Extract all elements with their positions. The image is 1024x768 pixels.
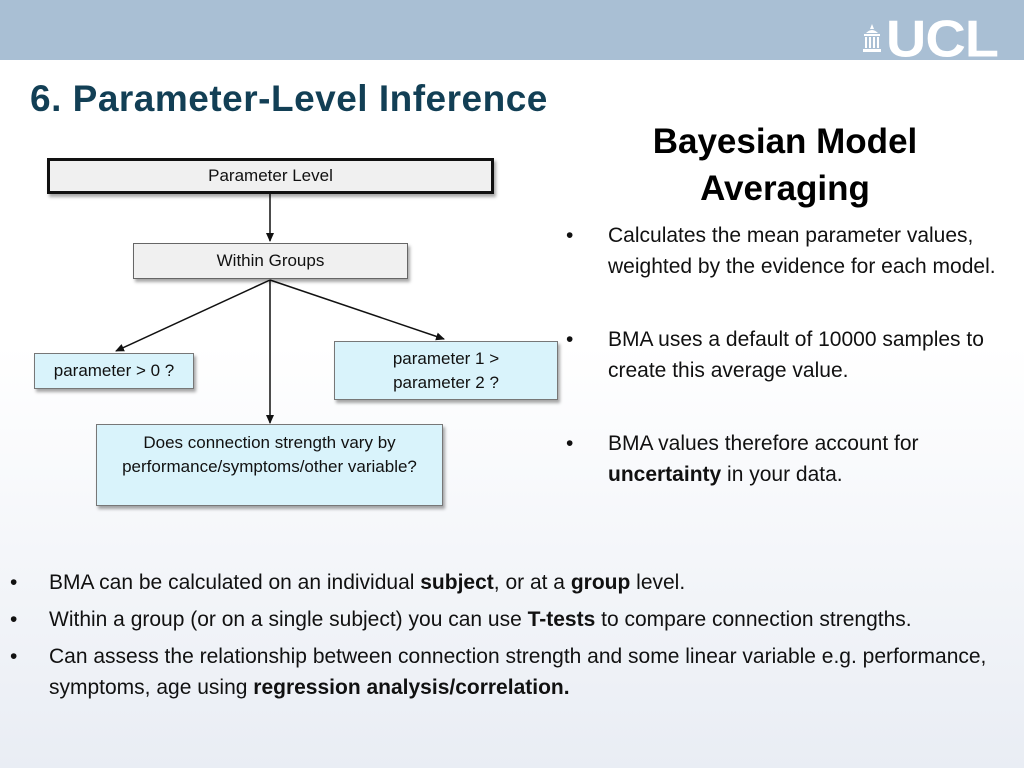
summary-bullet-1-mid: , or at a — [493, 571, 571, 594]
box-parameter-gt-zero: parameter > 0 ? — [34, 353, 194, 389]
ucl-logo: UCL — [862, 9, 999, 68]
summary-bullet-1: • BMA can be calculated on an individual… — [10, 567, 1000, 598]
box-parameter-compare: parameter 1 > parameter 2 ? — [334, 341, 558, 400]
bullet-marker: • — [10, 608, 18, 631]
summary-bullet-2-post: to compare connection strengths. — [595, 608, 912, 631]
logo-text: UCL — [885, 9, 999, 68]
summary-bullet-1-bold-subject: subject — [420, 571, 494, 594]
summary-bullet-2-pre: Within a group (or on a single subject) … — [49, 608, 528, 631]
bma-bullet-2-text: BMA uses a default of 10000 samples to c… — [608, 328, 984, 382]
bma-bullet-3: • BMA values therefore account for uncer… — [566, 428, 1006, 490]
summary-bullet-1-bold-group: group — [570, 571, 631, 594]
arrow-groups-to-gt-zero — [115, 279, 271, 352]
summary-bullet-3: • Can assess the relationship between co… — [10, 641, 1000, 703]
box-parameter-gt-zero-label: parameter > 0 ? — [53, 361, 175, 380]
bma-bullet-list: • Calculates the mean parameter values, … — [566, 220, 1006, 532]
box-connection-strength: Does connection strength vary by perform… — [96, 424, 443, 506]
box-parameter-level: Parameter Level — [47, 158, 494, 194]
summary-bullet-1-pre: BMA can be calculated on an individual — [49, 571, 421, 594]
flowchart-arrows — [115, 194, 445, 424]
summary-bullet-3-pre: Can assess the relationship between conn… — [49, 645, 987, 699]
bma-bullet-2: • BMA uses a default of 10000 samples to… — [566, 324, 1006, 386]
bma-heading: Bayesian Model Averaging — [652, 122, 918, 208]
summary-bullet-1-post: level. — [630, 571, 686, 594]
bullet-marker: • — [10, 571, 18, 594]
box-parameter-level-label: Parameter Level — [208, 166, 333, 185]
bullet-marker: • — [566, 432, 574, 455]
bma-bullet-1: • Calculates the mean parameter values, … — [566, 220, 1006, 282]
summary-bullet-2-bold: T-tests — [527, 608, 596, 631]
bma-bullet-3-text-pre: BMA values therefore account for — [608, 432, 919, 455]
summary-bullet-list: • BMA can be calculated on an individual… — [10, 567, 1000, 709]
header-bar: UCL — [0, 0, 1024, 68]
slide-title: 6. Parameter-Level Inference — [30, 78, 548, 119]
summary-bullet-2: • Within a group (or on a single subject… — [10, 604, 1000, 635]
arrow-groups-to-param-compare — [269, 279, 445, 341]
box-within-groups-label: Within Groups — [216, 251, 325, 270]
bma-bullet-1-text: Calculates the mean parameter values, we… — [608, 224, 996, 278]
bullet-marker: • — [566, 224, 574, 247]
box-within-groups: Within Groups — [133, 243, 408, 279]
bullet-marker: • — [566, 328, 574, 351]
summary-bullet-3-bold: regression analysis/correlation. — [253, 676, 570, 699]
box-connection-strength-label: Does connection strength vary by perform… — [122, 433, 417, 476]
bullet-marker: • — [10, 645, 18, 668]
box-parameter-compare-label: parameter 1 > parameter 2 ? — [392, 348, 500, 392]
flowchart: Parameter Level Within Groups parameter … — [0, 140, 580, 520]
portico-icon — [862, 24, 881, 52]
bma-bullet-3-bold: uncertainty — [608, 463, 722, 486]
bma-bullet-3-text-post: in your data. — [721, 463, 843, 486]
